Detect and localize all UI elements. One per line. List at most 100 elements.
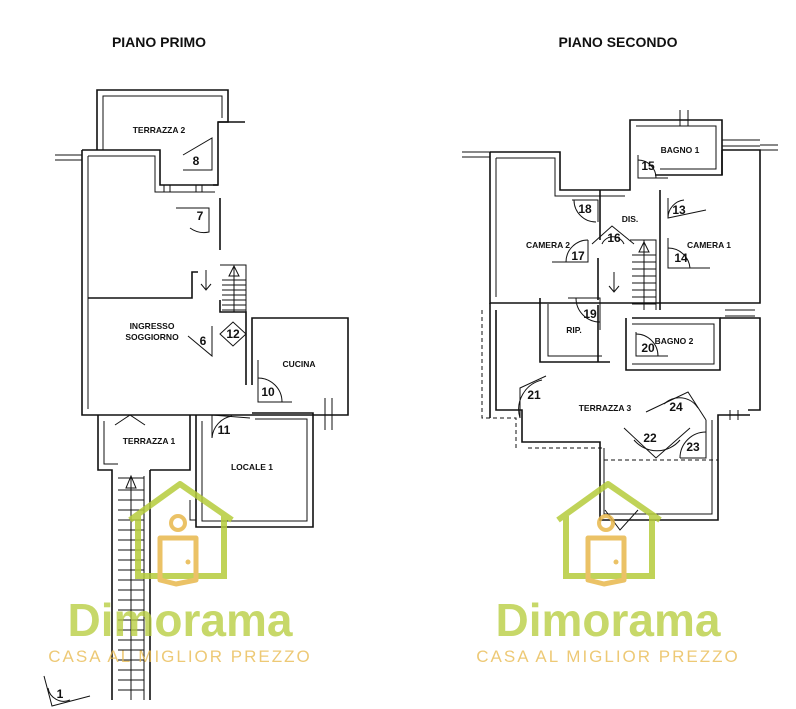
wall [720, 317, 761, 411]
wall [150, 415, 191, 471]
house-logo-icon [556, 481, 662, 587]
window [324, 398, 333, 430]
stair-arrow-icon [228, 264, 240, 277]
wall [636, 125, 717, 170]
view-angle-icon [633, 439, 681, 452]
stairs [630, 239, 657, 310]
view-angle-icon [575, 297, 601, 323]
viewpoint-number: 1 [57, 687, 64, 701]
room-label-terrazza-1: TERRAZZA 1 [123, 436, 176, 446]
view-angle-icon [211, 415, 233, 439]
view-angle-icon [601, 236, 625, 245]
wall [97, 415, 113, 700]
stair-arrow-icon [638, 240, 650, 253]
view-angle-icon [645, 391, 707, 421]
room-label-bagno-1: BAGNO 1 [661, 145, 700, 155]
stair-arrow-icon [608, 272, 620, 293]
viewpoint-number: 24 [669, 400, 683, 414]
wall [625, 317, 721, 371]
window [722, 139, 760, 147]
viewpoint-markers: 1 6 7 8 10 11 12 13 14 15 16 [43, 137, 710, 707]
door-icon [585, 535, 627, 587]
wall [632, 323, 715, 365]
viewpoint-number: 13 [672, 203, 686, 217]
view-angle-icon [635, 332, 668, 357]
wall [102, 95, 223, 150]
view-angle-icon [591, 225, 635, 245]
stair-arrow-icon [125, 474, 137, 489]
viewpoint-number: 12 [226, 327, 240, 341]
room-label-rip: RIP. [566, 325, 581, 335]
wall [496, 157, 625, 197]
room-label-cucina: CUCINA [282, 359, 315, 369]
wall [603, 420, 713, 515]
view-angle-icon [623, 427, 691, 459]
room-label-ingresso: INGRESSO [130, 321, 175, 331]
window [729, 410, 739, 420]
wall [96, 89, 229, 186]
wall [201, 418, 308, 522]
view-angle-icon [573, 199, 597, 223]
stairs [220, 264, 247, 312]
viewpoint-number: 21 [527, 388, 541, 402]
door-icon [157, 535, 199, 587]
viewpoint-number: 6 [200, 334, 207, 348]
window [679, 110, 689, 126]
view-angle-icon [518, 379, 543, 419]
view-angle-icon [679, 431, 707, 459]
view-angle-icon [211, 414, 251, 438]
view-angle-icon [552, 240, 589, 263]
view-angle-icon [667, 247, 691, 269]
railing [481, 310, 517, 450]
wall [88, 271, 198, 299]
view-angle-icon [637, 155, 668, 179]
viewpoint-number: 16 [607, 231, 621, 245]
piano-secondo-plan: BAGNO 1 DIS. CAMERA 2 CAMERA 1 RIP. BAGN… [462, 110, 778, 531]
watermark-left: Dimorama CASA AL MIGLIOR PREZZO [48, 481, 311, 666]
wall [195, 412, 314, 528]
view-angle-icon [635, 333, 659, 357]
watermark-slogan: CASA AL MIGLIOR PREZZO [476, 647, 739, 666]
wall [760, 144, 778, 151]
viewpoint-number: 14 [674, 251, 688, 265]
view-angle-icon [565, 239, 589, 263]
view-angle-icon [47, 687, 71, 702]
railing [528, 447, 718, 461]
viewpoint-number: 10 [261, 385, 275, 399]
watermark-brand: Dimorama [68, 594, 293, 646]
watermark-brand: Dimorama [496, 594, 721, 646]
view-angle-icon [176, 207, 210, 234]
view-angle-icon [187, 326, 213, 358]
room-label-camera-1: CAMERA 1 [687, 240, 731, 250]
view-angle-icon [663, 397, 699, 409]
view-angle-icon [219, 321, 247, 347]
viewpoint-number: 8 [193, 154, 200, 168]
view-angle-icon [680, 420, 707, 459]
viewpoint-number: 17 [571, 249, 585, 263]
view-angle-icon [572, 199, 599, 222]
window [163, 185, 203, 192]
view-angle-icon [667, 199, 685, 219]
viewpoint-number: 22 [643, 431, 657, 445]
room-label-bagno-2: BAGNO 2 [655, 336, 694, 346]
viewpoint-number: 23 [686, 440, 700, 454]
room-label-locale-1: LOCALE 1 [231, 462, 273, 472]
wall [82, 149, 218, 186]
wall [88, 155, 215, 193]
room-label-soggiorno: SOGGIORNO [125, 332, 179, 342]
viewpoint-number: 20 [641, 341, 655, 355]
view-angle-icon [182, 137, 213, 171]
room-label-camera-2: CAMERA 2 [526, 240, 570, 250]
view-angle-icon [257, 360, 292, 403]
watermark-slogan: CASA AL MIGLIOR PREZZO [48, 647, 311, 666]
room-label-terrazza-2: TERRAZZA 2 [133, 125, 186, 135]
viewpoint-number: 15 [641, 159, 655, 173]
watermark-right: Dimorama CASA AL MIGLIOR PREZZO [476, 481, 739, 666]
title-piano-primo: PIANO PRIMO [112, 34, 206, 50]
view-angle-icon [43, 675, 91, 707]
window [725, 309, 755, 317]
wall [539, 298, 610, 363]
view-angle-icon [257, 377, 283, 403]
wall [462, 151, 490, 158]
